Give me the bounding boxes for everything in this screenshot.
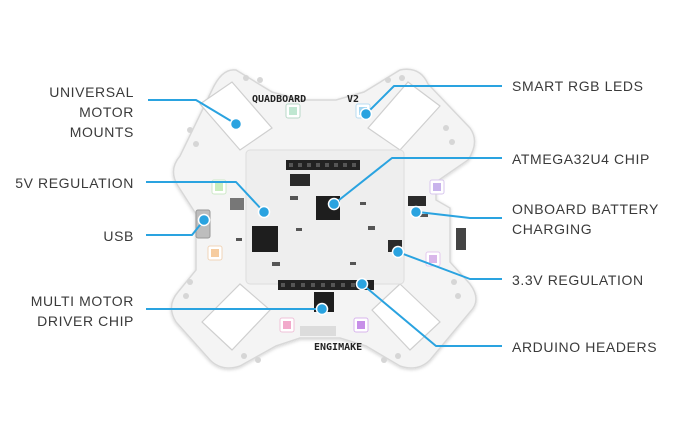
dot-battery [409, 205, 423, 219]
label-usb: USB [103, 228, 134, 244]
dot-rgb-leds [359, 107, 373, 121]
arduino-header-top [286, 160, 360, 170]
regulator-5v-graphic [252, 226, 278, 252]
label-5v-regulation: 5V REGULATION [15, 175, 134, 191]
leader-battery [417, 211, 502, 219]
label-onboard-battery-charging: ONBOARD BATTERY CHARGING [512, 201, 659, 237]
leader-rgb-leds [365, 85, 502, 115]
label-arduino-headers: ARDUINO HEADERS [512, 339, 658, 355]
bottom-pad [300, 326, 336, 336]
motor-mount-top-left [199, 81, 273, 151]
motor-mount-slots [199, 81, 441, 351]
leader-lines [146, 85, 502, 347]
dot-usb [197, 213, 211, 227]
leader-3v3 [397, 251, 502, 280]
leader-arduino-headers [361, 283, 502, 347]
dot-atmega [327, 197, 341, 211]
dot-motor-driver [315, 302, 329, 316]
leader-5v-regulation [146, 181, 265, 213]
dot-3v3 [391, 245, 405, 259]
smd-components [236, 196, 428, 266]
label-multi-motor-driver-chip: MULTI MOTOR DRIVER CHIP [30, 293, 134, 329]
power-switch-graphic [456, 228, 466, 250]
leader-motor-mounts [148, 99, 237, 125]
label-smart-rgb-leds: SMART RGB LEDS [512, 78, 644, 94]
board-name-bottom: ENGIMAKE [314, 342, 362, 353]
label-universal-motor-mounts: UNIVERSAL MOTOR MOUNTS [49, 84, 134, 140]
leader-dots [197, 107, 423, 316]
dot-motor-mounts [229, 117, 243, 131]
header-stub-left [290, 174, 310, 186]
leader-usb [146, 219, 205, 236]
label-atmega32u4-chip: ATMEGA32U4 CHIP [512, 151, 650, 167]
leader-atmega [333, 157, 502, 205]
capacitor-5v [230, 198, 244, 210]
label-3v3-regulation: 3.3V REGULATION [512, 272, 644, 288]
dot-arduino-headers [355, 277, 369, 291]
charging-ic-graphic [408, 196, 426, 206]
dot-5v-regulation [257, 205, 271, 219]
board-version: V2 [347, 94, 359, 105]
board-name-top: QUADBOARD [252, 94, 306, 105]
mount-holes [183, 75, 461, 363]
